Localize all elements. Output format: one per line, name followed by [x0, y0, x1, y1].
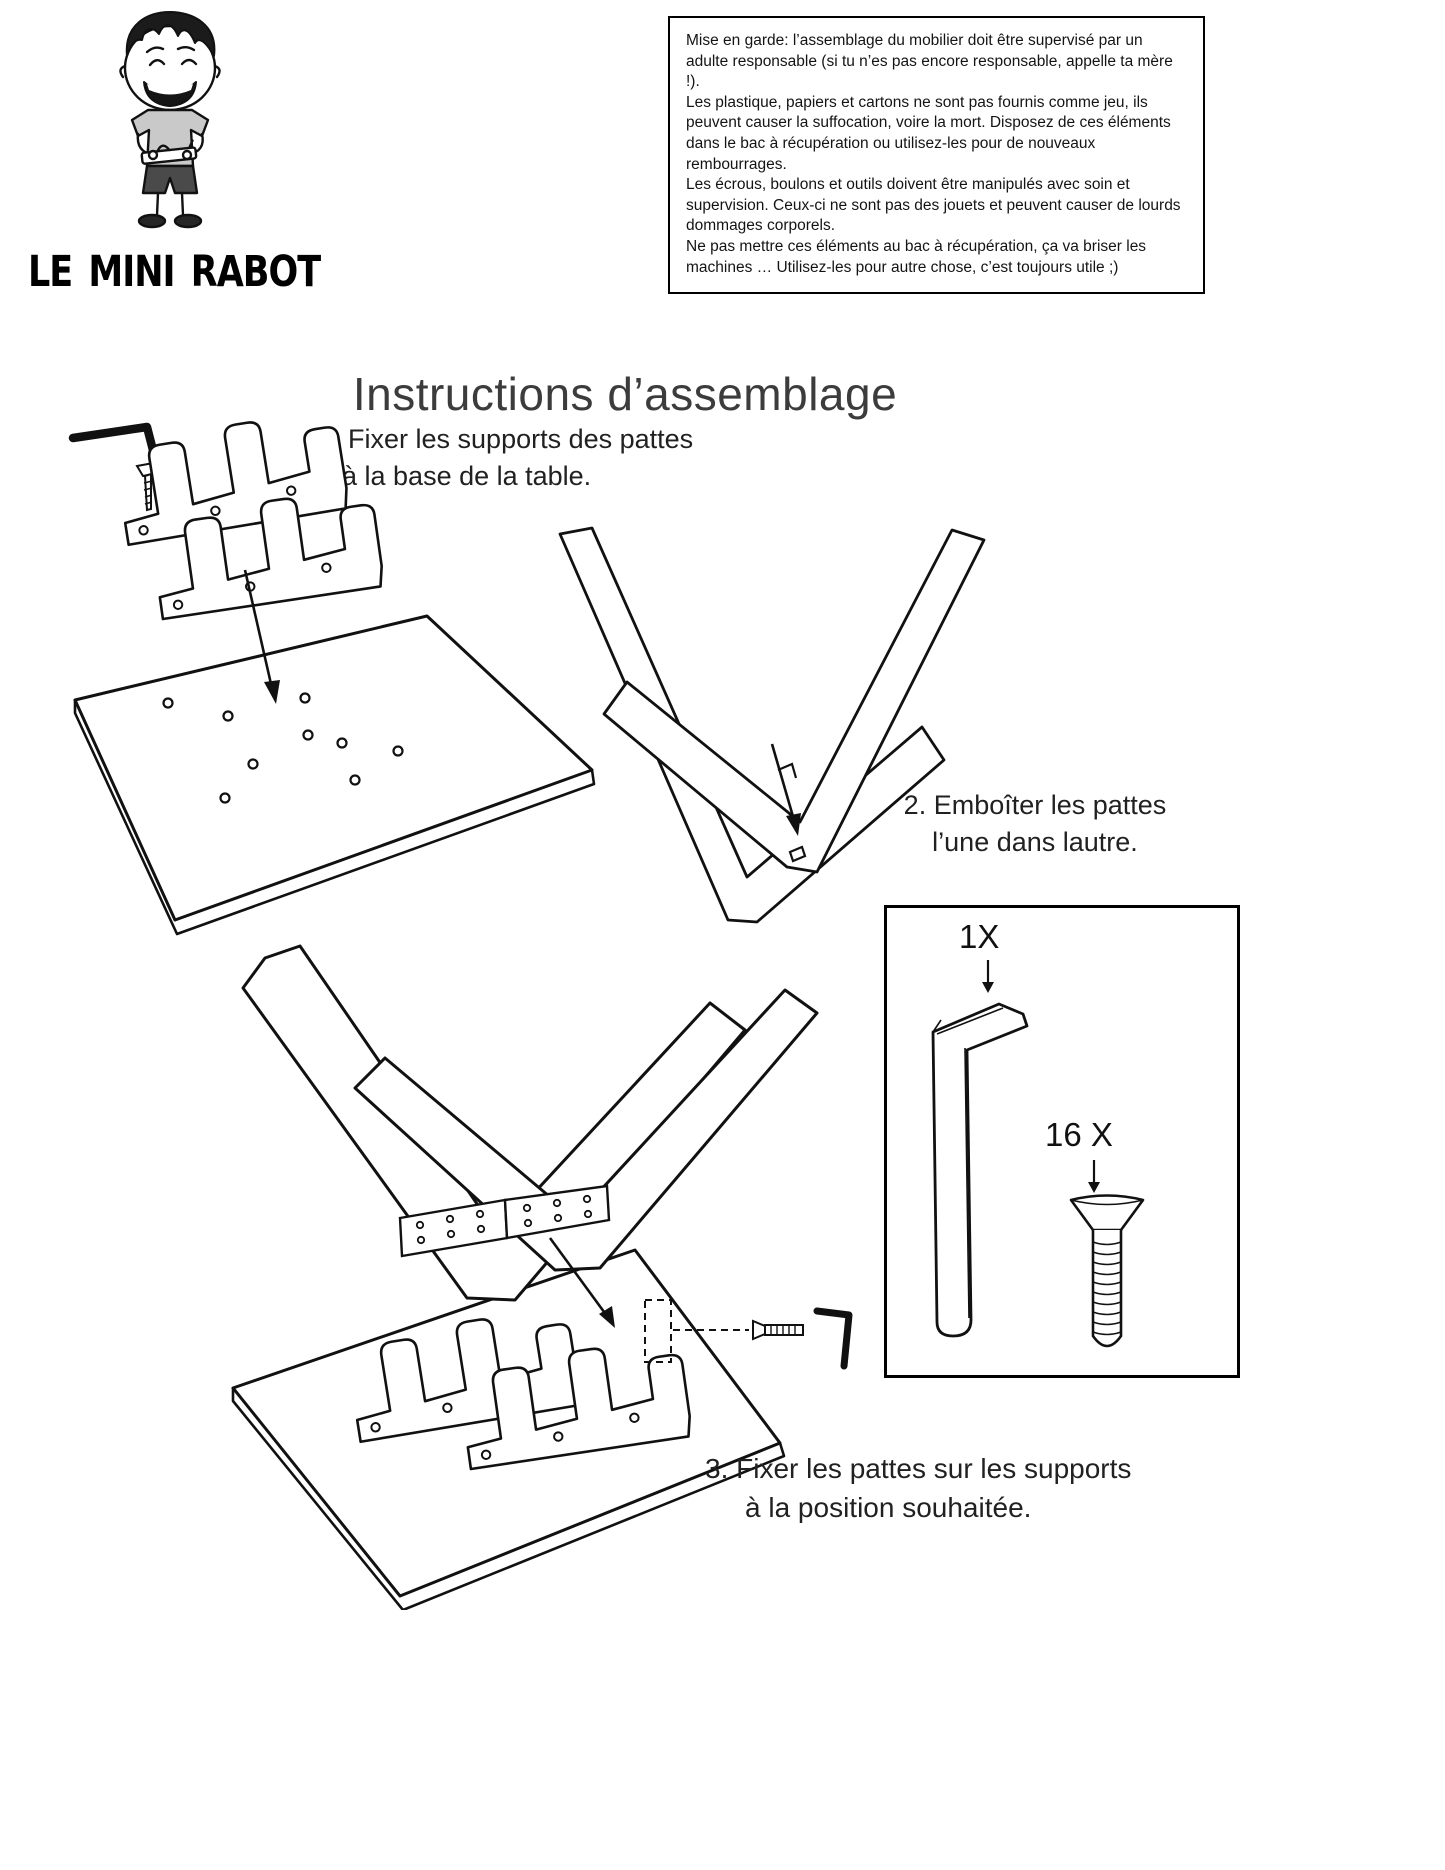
leg-frame-left — [558, 526, 946, 924]
arrow-down-icon — [982, 960, 994, 993]
step1-line2: à la base de la table. — [342, 461, 592, 492]
allen-key-count-label: 1X — [959, 918, 1000, 955]
tabletop-drawing — [73, 614, 596, 936]
step3-text: 3. Fixer les pattes sur les supports à l… — [705, 1450, 1131, 1527]
brand-logo: LE MINI RABOT — [28, 248, 321, 297]
hardware-box: 1X 16 X — [884, 905, 1240, 1378]
step3-line2: à la position souhaitée. — [745, 1491, 1032, 1523]
step1-illustration — [68, 408, 596, 936]
step3-illustration — [231, 944, 853, 1610]
screw-count-label: 16 X — [1045, 1116, 1113, 1153]
step2-illustration — [558, 526, 986, 924]
arrow-down-icon — [1088, 1160, 1100, 1193]
notch-detail — [777, 762, 807, 863]
leg-frame-right — [602, 528, 986, 874]
step3-line1: 3. Fixer les pattes sur les supports — [705, 1453, 1132, 1484]
allen-key-icon — [68, 422, 160, 463]
step2-line2: l’une dans lautre. — [932, 827, 1138, 858]
screw-icon — [752, 1319, 804, 1341]
warning-paragraph: Les plastique, papiers et cartons ne son… — [686, 93, 1171, 173]
page-title: Instructions d’assemblage — [352, 367, 898, 420]
screw-position-callout — [644, 1299, 749, 1363]
step2-text: 2. Emboîter les pattes l’une dans lautre… — [890, 787, 1180, 862]
screw-illustration — [1069, 1194, 1145, 1348]
step1-line1: 1. Fixer les supports des pattes — [318, 424, 694, 454]
allen-key-icon — [813, 1307, 853, 1370]
allen-key-illustration — [931, 1002, 1029, 1338]
warning-box: Mise en garde: l’assemblage du mobilier … — [668, 16, 1205, 295]
warning-paragraph: Les écrous, boulons et outils doivent êt… — [686, 176, 1181, 235]
arrow-down-icon — [770, 743, 801, 836]
step2-line1: 2. Emboîter les pattes — [903, 790, 1167, 820]
arrow-down-icon — [548, 1237, 615, 1328]
support-plates-with-holes — [398, 1184, 611, 1258]
arrow-down-icon — [243, 569, 280, 704]
mascot-boy-illustration — [119, 11, 221, 229]
step1-text: 1. Fixer les supports des pattes à la ba… — [318, 421, 693, 496]
warning-paragraph: Mise en garde: l’assemblage du mobilier … — [686, 32, 1173, 91]
warning-paragraph: Ne pas mettre ces éléments au bac à récu… — [686, 238, 1147, 276]
